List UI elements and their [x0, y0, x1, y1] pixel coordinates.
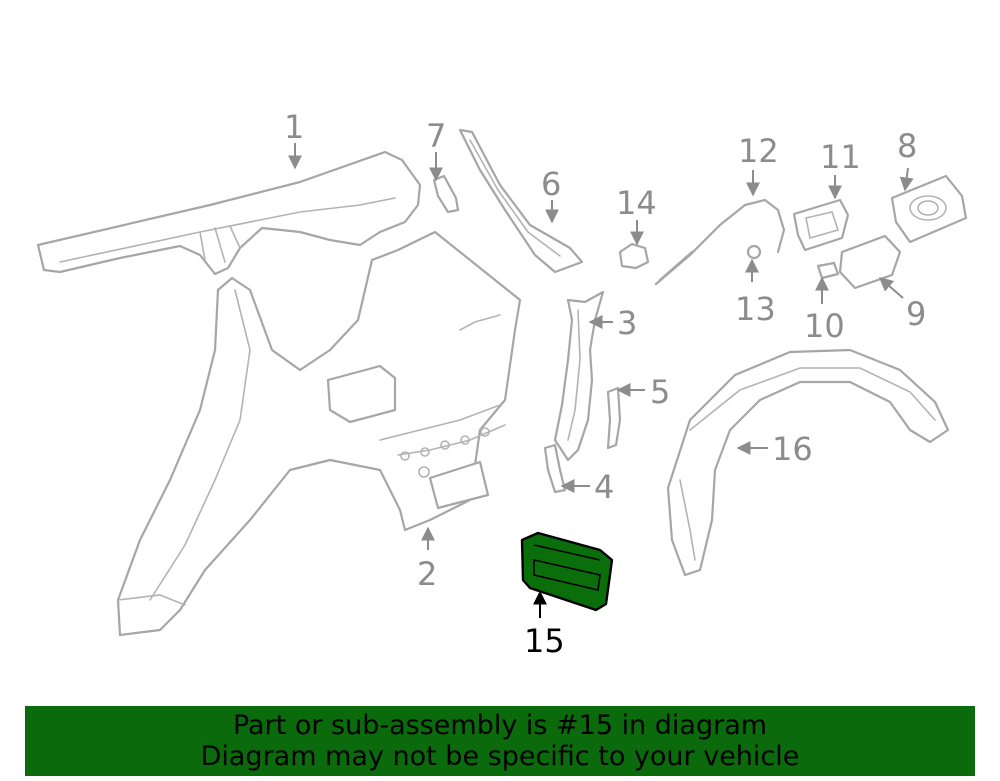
part-10-clip[interactable]	[816, 261, 840, 280]
callout-8: 8	[897, 127, 917, 165]
part-14-latch[interactable]	[618, 242, 650, 270]
callout-11: 11	[820, 138, 861, 176]
part-12-release-cable[interactable]	[654, 198, 786, 286]
info-banner: Part or sub-assembly is #15 in diagram D…	[25, 706, 975, 776]
part-13-grommet[interactable]	[746, 244, 762, 260]
part-2-quarter-panel[interactable]	[116, 230, 522, 637]
part-8-filler-pocket[interactable]	[890, 174, 968, 244]
callout-labels: 1 2 3 4 5 6 7 8 9 10 11 12 13 14 16 15	[284, 108, 926, 660]
part-11-door-housing[interactable]	[792, 198, 850, 252]
part-1-roof-rail[interactable]	[36, 150, 422, 276]
callout-14: 14	[616, 184, 657, 222]
part-3-pillar-bracket[interactable]	[553, 290, 605, 462]
part-5-reinforcement[interactable]	[606, 386, 622, 450]
callout-12: 12	[738, 132, 779, 170]
callout-15: 15	[524, 622, 565, 660]
part-15-highlighted[interactable]	[520, 531, 614, 612]
part-16-wheel-liner[interactable]	[666, 348, 950, 577]
part-7-clip[interactable]	[432, 174, 460, 214]
callout-1: 1	[284, 108, 304, 146]
part-6-pillar-trim[interactable]	[458, 128, 584, 274]
callout-2: 2	[417, 555, 437, 593]
banner-line-2: Diagram may not be specific to your vehi…	[200, 741, 800, 772]
callout-9: 9	[906, 295, 926, 333]
callout-6: 6	[541, 165, 561, 203]
callout-7: 7	[426, 117, 446, 155]
callout-13: 13	[735, 290, 776, 328]
callout-4: 4	[594, 468, 614, 506]
callout-3: 3	[617, 304, 637, 342]
banner-line-1: Part or sub-assembly is #15 in diagram	[232, 710, 768, 741]
callout-5: 5	[650, 373, 670, 411]
part-9-fuel-door[interactable]	[838, 234, 902, 290]
callout-16: 16	[772, 430, 813, 468]
leader-lines	[288, 143, 914, 618]
callout-10: 10	[804, 307, 845, 345]
